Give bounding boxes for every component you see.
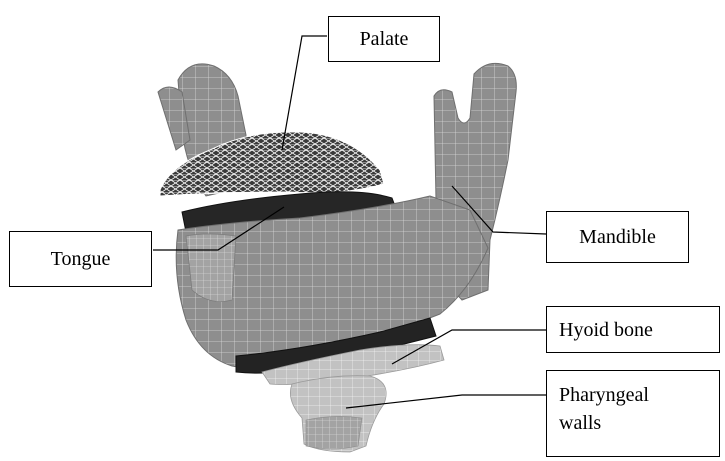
label-pharyngeal-walls: Pharyngeal walls: [546, 370, 720, 457]
label-tongue-text: Tongue: [10, 232, 151, 286]
pharyngeal-walls: [290, 376, 386, 452]
label-hyoid-bone-text: Hyoid bone: [559, 307, 719, 353]
label-mandible: Mandible: [546, 211, 689, 263]
label-pharyngeal-line2: walls: [559, 409, 719, 437]
label-pharyngeal-line1: Pharyngeal: [559, 381, 719, 409]
label-palate-text: Palate: [329, 17, 439, 61]
label-tongue: Tongue: [9, 231, 152, 287]
label-hyoid-bone: Hyoid bone: [546, 306, 720, 353]
label-mandible-text: Mandible: [547, 212, 688, 262]
label-palate: Palate: [328, 16, 440, 62]
